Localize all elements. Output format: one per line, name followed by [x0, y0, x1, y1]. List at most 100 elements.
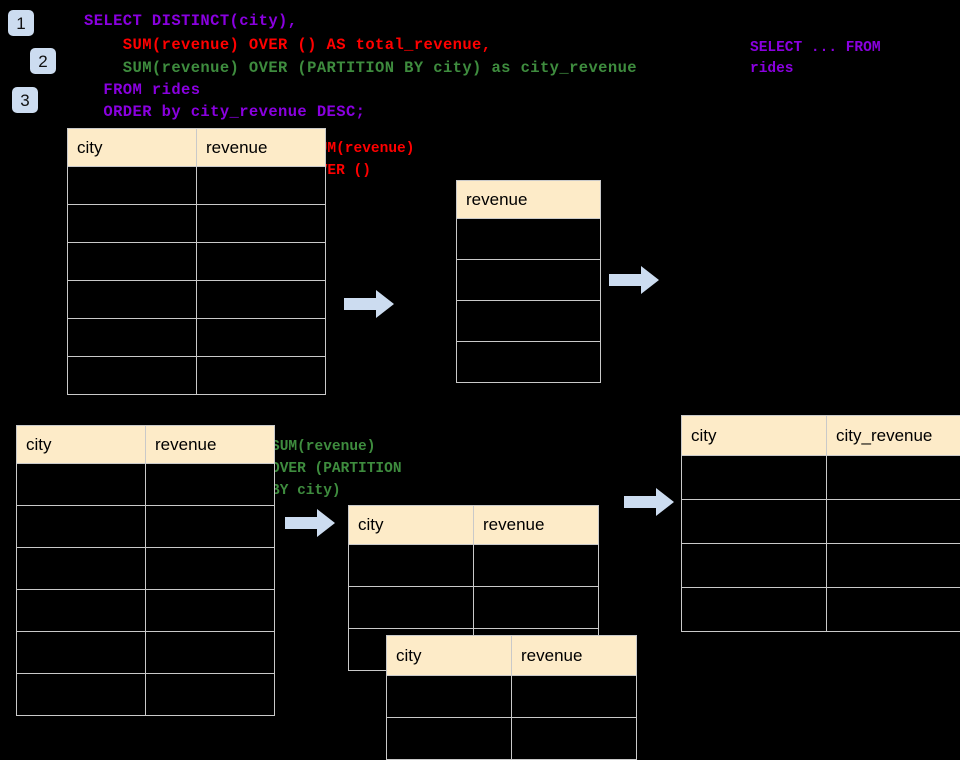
column-header-city-revenue: city_revenue [827, 416, 960, 456]
table-row [68, 281, 326, 319]
step-badge-3[interactable]: 3 [12, 87, 38, 113]
table-header-row: city revenue [349, 506, 599, 545]
cell-city [682, 544, 827, 588]
step-badge-2-label: 2 [38, 53, 47, 70]
cell-revenue [197, 357, 326, 395]
cell-city [17, 590, 146, 632]
arrow-bottom-1 [285, 508, 335, 538]
cell-revenue [146, 506, 275, 548]
sql-line-sum-over-empty: SUM(revenue) OVER () AS total_revenue, [84, 36, 491, 54]
cell-city [68, 281, 197, 319]
cell-city [387, 718, 512, 760]
column-header-revenue: revenue [146, 426, 275, 464]
cell-revenue [197, 281, 326, 319]
cell-city [349, 587, 474, 629]
sql-line-order-by: ORDER by city_revenue DESC; [84, 103, 365, 121]
table-header-row: city revenue [68, 129, 326, 167]
table-source-rides-bottom: city revenue [16, 425, 275, 716]
table-row [68, 243, 326, 281]
table-header-row: city city_revenue [682, 416, 960, 456]
cell-revenue [457, 301, 601, 342]
table-row [17, 548, 275, 590]
cell-revenue [197, 167, 326, 205]
table-row [68, 167, 326, 205]
table-row [68, 205, 326, 243]
cell-city [349, 545, 474, 587]
cell-revenue [146, 632, 275, 674]
table-header-row: revenue [457, 181, 601, 219]
table-row [682, 456, 960, 500]
arrow-top-1 [344, 289, 394, 319]
cell-revenue [457, 342, 601, 383]
sql-line-from-rides: FROM rides [84, 81, 200, 99]
cell-city [17, 464, 146, 506]
cell-city [17, 506, 146, 548]
sql-line-sum-over-partition: SUM(revenue) OVER (PARTITION BY city) as… [84, 59, 637, 77]
cell-revenue [457, 219, 601, 260]
cell-revenue [512, 718, 637, 760]
table-row [17, 632, 275, 674]
column-header-revenue: revenue [512, 636, 637, 676]
step-badge-1[interactable]: 1 [8, 10, 34, 36]
cell-city [682, 456, 827, 500]
cell-city [68, 243, 197, 281]
cell-revenue [457, 260, 601, 301]
cell-revenue [146, 674, 275, 716]
table-row [682, 588, 960, 632]
cell-city [17, 632, 146, 674]
cell-city [68, 357, 197, 395]
table-row [457, 301, 601, 342]
annotation-sum-over-partition: SUM(revenue) OVER (PARTITION BY city) [271, 436, 402, 502]
cell-revenue [146, 464, 275, 506]
step-badge-2[interactable]: 2 [30, 48, 56, 74]
table-row [387, 676, 637, 718]
step-badge-1-label: 1 [16, 15, 25, 32]
column-header-revenue: revenue [457, 181, 601, 219]
column-header-revenue: revenue [197, 129, 326, 167]
column-header-city: city [387, 636, 512, 676]
column-header-city: city [17, 426, 146, 464]
cell-revenue [197, 319, 326, 357]
cell-city [682, 500, 827, 544]
cell-revenue [474, 587, 599, 629]
table-partition-front: city revenue [386, 635, 637, 760]
table-result-city-revenue: city city_revenue [681, 415, 960, 632]
table-total-revenue: revenue [456, 180, 601, 383]
table-row [17, 506, 275, 548]
cell-city [68, 167, 197, 205]
cell-revenue [146, 590, 275, 632]
table-row [349, 587, 599, 629]
cell-revenue [512, 676, 637, 718]
table-row [17, 590, 275, 632]
table-row [68, 357, 326, 395]
cell-city [682, 588, 827, 632]
step-badge-3-label: 3 [20, 92, 29, 109]
cell-revenue [474, 545, 599, 587]
table-row [17, 674, 275, 716]
table-row [682, 544, 960, 588]
table-source-rides-top: city revenue [67, 128, 326, 395]
table-row [68, 319, 326, 357]
cell-revenue [146, 548, 275, 590]
cell-city-revenue [827, 500, 960, 544]
cell-city [17, 674, 146, 716]
table-row [17, 464, 275, 506]
column-header-revenue: revenue [474, 506, 599, 545]
cell-city-revenue [827, 588, 960, 632]
table-header-row: city revenue [17, 426, 275, 464]
table-row [682, 500, 960, 544]
cell-city [387, 676, 512, 718]
table-header-row: city revenue [387, 636, 637, 676]
table-row [349, 545, 599, 587]
table-row [387, 718, 637, 760]
sql-line-select-distinct: SELECT DISTINCT(city), [84, 12, 297, 30]
column-header-city: city [349, 506, 474, 545]
diagram-canvas: 1 2 3 SELECT DISTINCT(city), SUM(revenue… [0, 0, 960, 720]
cell-city-revenue [827, 456, 960, 500]
annotation-select-from-rides: SELECT ... FROM rides [750, 38, 881, 80]
arrow-bottom-2 [624, 487, 674, 517]
table-row [457, 219, 601, 260]
table-row [457, 342, 601, 383]
cell-city-revenue [827, 544, 960, 588]
column-header-city: city [682, 416, 827, 456]
